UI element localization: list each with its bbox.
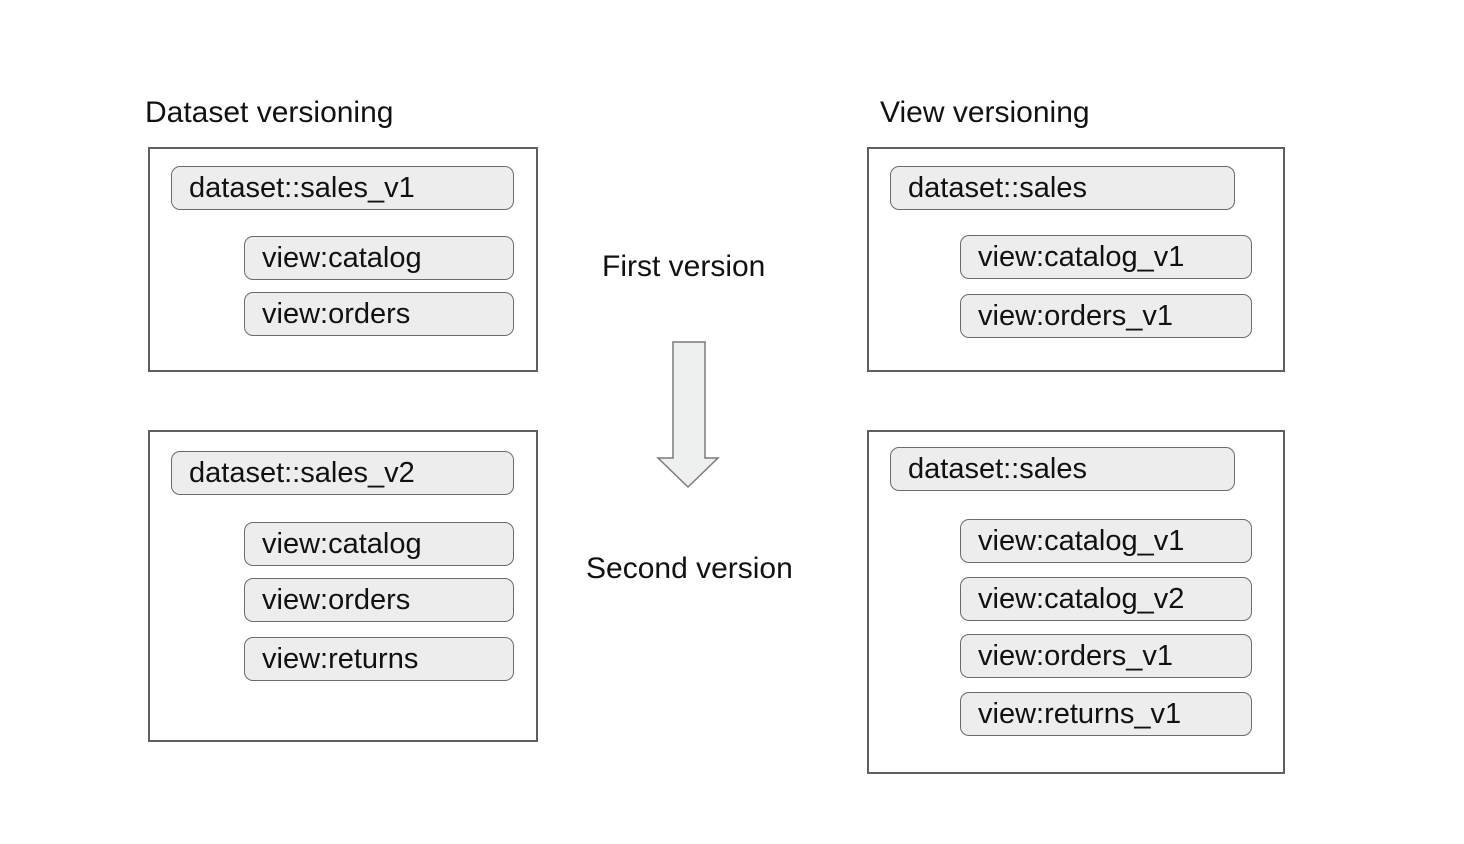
dataset-pill: dataset::sales (890, 166, 1235, 210)
view-versioning-first-box: dataset::sales view:catalog_v1 view:orde… (867, 147, 1285, 372)
dataset-versioning-title: Dataset versioning (145, 96, 394, 129)
second-version-label: Second version (586, 552, 793, 585)
view-versioning-title: View versioning (880, 96, 1090, 129)
dataset-versioning-first-box: dataset::sales_v1 view:catalog view:orde… (148, 147, 538, 372)
dataset-versioning-second-box: dataset::sales_v2 view:catalog view:orde… (148, 430, 538, 742)
first-version-label: First version (602, 250, 766, 283)
view-pill: view:catalog_v2 (960, 577, 1252, 621)
dataset-pill: dataset::sales (890, 447, 1235, 491)
view-pill: view:catalog (244, 236, 514, 280)
view-pill: view:returns_v1 (960, 692, 1252, 736)
view-pill: view:catalog (244, 522, 514, 566)
down-arrow-icon (656, 341, 720, 489)
view-pill: view:orders_v1 (960, 294, 1252, 338)
view-pill: view:orders_v1 (960, 634, 1252, 678)
dataset-pill: dataset::sales_v2 (171, 451, 514, 495)
view-pill: view:orders (244, 292, 514, 336)
dataset-pill: dataset::sales_v1 (171, 166, 514, 210)
view-pill: view:catalog_v1 (960, 235, 1252, 279)
view-versioning-second-box: dataset::sales view:catalog_v1 view:cata… (867, 430, 1285, 774)
view-pill: view:catalog_v1 (960, 519, 1252, 563)
view-pill: view:returns (244, 637, 514, 681)
view-pill: view:orders (244, 578, 514, 622)
